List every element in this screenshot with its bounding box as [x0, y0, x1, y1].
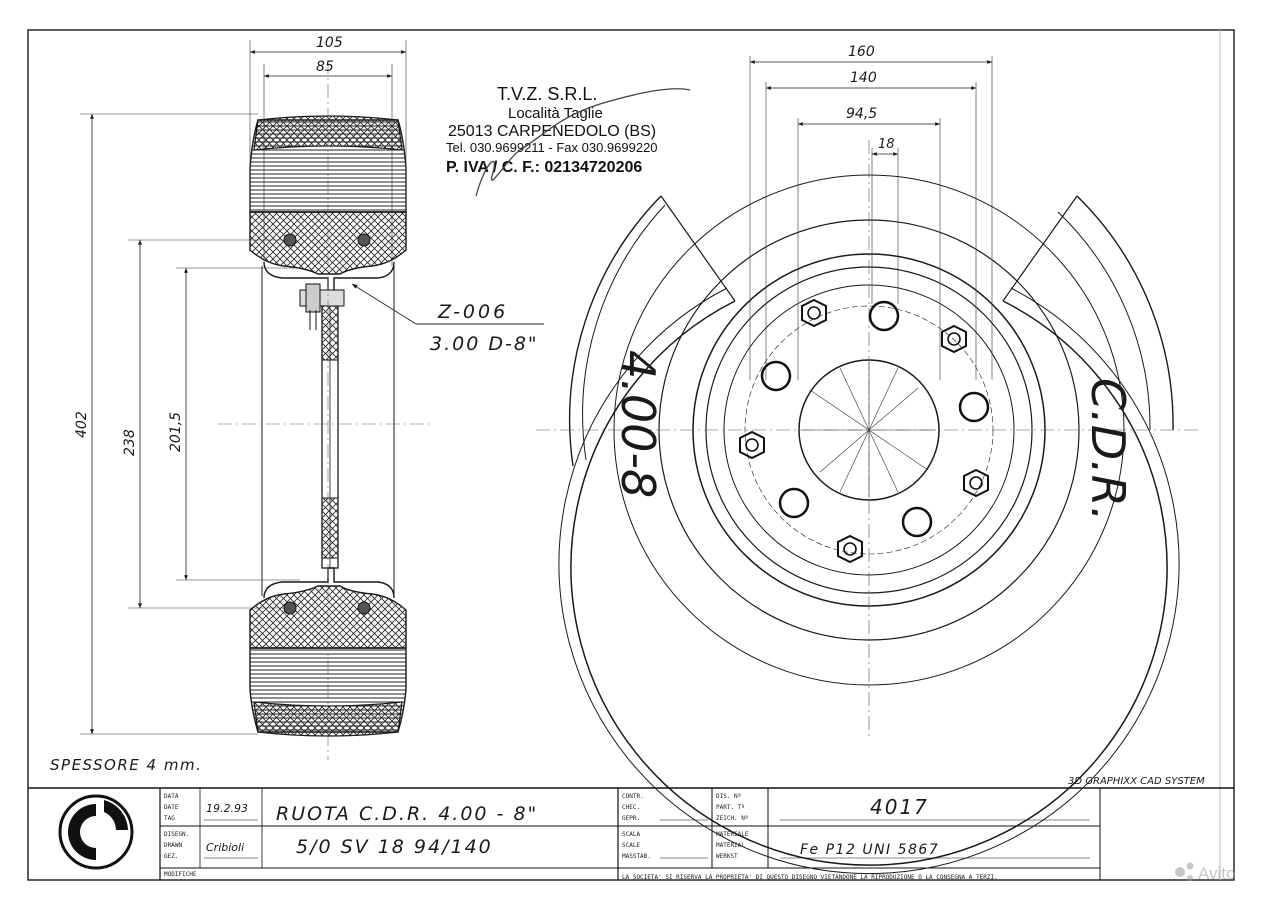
avito-watermark-text: Avito: [1198, 864, 1236, 883]
label-disegn: DISEGN.: [164, 831, 189, 838]
stamp-address: 25013 CARPENEDOLO (BS): [448, 123, 656, 140]
stamp-phone: Tel. 030.9699211 - Fax 030.9699220: [446, 140, 658, 155]
title-block: DATA DATE TAG DISEGN. DRAWN GEZ. MODIFIC…: [28, 787, 1234, 881]
cad-system-label: 3D GRAPHIXX CAD SYSTEM: [1068, 776, 1205, 787]
label-masstab: MASSTAB.: [622, 853, 651, 860]
label-werkst: WERKST: [716, 853, 738, 860]
tire-brand-marking: C.D.R.: [1081, 378, 1135, 521]
stamp-locality: Località Taglie: [508, 105, 603, 122]
callout-z006: Z-006: [437, 301, 508, 323]
drawing-title-line2: 5/0 SV 18 94/140: [296, 836, 493, 858]
tire-top-bead: [249, 211, 407, 275]
label-data: DATA: [164, 793, 179, 800]
dimension-238: 238: [122, 429, 138, 456]
tire-outer-arc: [570, 300, 1168, 866]
label-gez: GEZ.: [164, 853, 178, 860]
drawing-border: [27, 29, 1235, 881]
dimension-402: 402: [74, 411, 90, 438]
company-logo: [58, 794, 134, 870]
label-material: MATERIAL: [716, 842, 745, 849]
wheel-nut: [739, 430, 765, 460]
drawing-title-line1: RUOTA C.D.R. 4.00 - 8": [276, 803, 538, 825]
company-stamp: T.V.Z. S.R.L. Località Taglie 25013 CARP…: [446, 84, 691, 197]
thickness-note: SPESSORE 4 mm.: [50, 756, 202, 774]
bolt-hole: [958, 391, 990, 423]
label-scale: SCALE: [622, 842, 640, 849]
signature-scribble: [475, 88, 691, 197]
dimension-85: 85: [316, 59, 334, 75]
bolt-hole: [778, 487, 810, 519]
avito-watermark: Avito: [1175, 862, 1236, 883]
label-tag: TAG: [164, 815, 175, 822]
label-modifiche: MODIFICHE: [164, 871, 197, 878]
ownership-disclaimer: LA SOCIETA' SI RISERVA LA PROPRIETA' DI …: [622, 874, 998, 881]
stamp-vat: P. IVA / C. F.: 02134720206: [446, 159, 642, 176]
dimension-94-5: 94,5: [846, 106, 877, 122]
label-date: DATE: [164, 804, 179, 811]
tire-size-marking: 4.00-8: [611, 350, 665, 498]
stamp-company-name: T.V.Z. S.R.L.: [497, 84, 597, 104]
wheel-section-view: [218, 60, 430, 760]
drawn-by-value: Cribioli: [206, 841, 244, 854]
wheel-front-view: [536, 140, 1200, 874]
label-scala: SCALA: [622, 831, 640, 838]
label-contr: CONTR.: [622, 793, 644, 800]
dimension-201-5: 201,5: [168, 412, 184, 452]
bolt-hole: [868, 300, 900, 332]
avito-logo-icon: [1175, 867, 1185, 877]
date-value: 19.2.93: [206, 802, 248, 815]
label-dis-n: DIS. Nº: [716, 793, 741, 800]
dimension-160: 160: [848, 44, 875, 60]
label-drawn: DRAWN: [164, 842, 182, 849]
dimension-105: 105: [316, 35, 343, 51]
drawing-number: 4017: [870, 795, 929, 819]
wheel-nut: [963, 468, 989, 498]
bolt-hole: [901, 506, 933, 538]
label-gepr: GEPR.: [622, 815, 640, 822]
wheel-nut: [801, 298, 827, 328]
label-materiale: MATERIALE: [716, 831, 749, 838]
material-value: Fe P12 UNI 5867: [800, 842, 939, 858]
label-chec: CHEC.: [622, 804, 640, 811]
callout-rim-size: 3.00 D-8": [430, 333, 539, 355]
dimension-140: 140: [850, 70, 877, 86]
wheel-nut: [941, 324, 967, 354]
label-part-n: PART. Tº: [716, 804, 745, 811]
side-view-dimensions: 105 85 402 238 201,5 Z-006 3.00 D-8": [74, 35, 544, 735]
wheel-nut: [837, 534, 863, 564]
label-zeich-n: ZEICH. Nº: [716, 815, 749, 822]
bolt-hole: [760, 360, 792, 392]
dimension-18: 18: [878, 137, 895, 152]
front-view-dimensions: 160 140 94,5 18: [749, 44, 993, 380]
bolt-holes: [739, 298, 990, 564]
